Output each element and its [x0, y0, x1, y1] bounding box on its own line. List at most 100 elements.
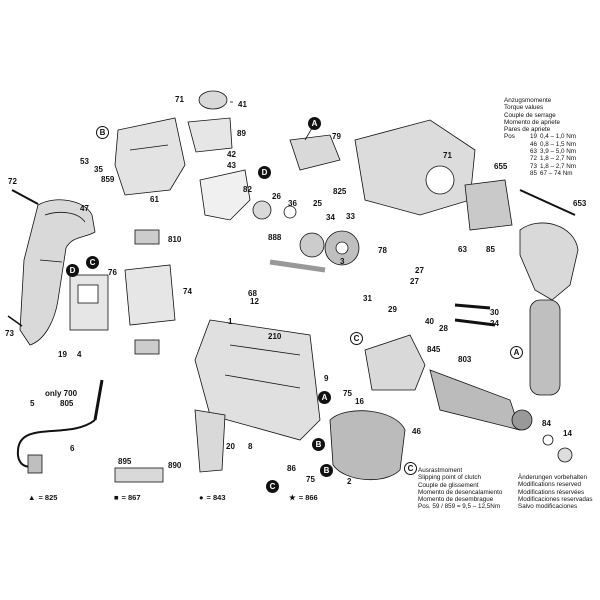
part-label: 24	[490, 319, 499, 328]
part-label: 4	[77, 350, 82, 359]
part-label: 72	[8, 177, 17, 186]
grip	[529, 299, 561, 396]
modifications-note: Änderungen vorbehalten Modifications res…	[518, 474, 593, 511]
motor-housing	[354, 119, 476, 216]
part-label: 89	[237, 129, 246, 138]
part-label: 78	[378, 246, 387, 255]
callout-b: B	[96, 126, 109, 139]
gear-34	[299, 232, 325, 258]
part-label: 895	[118, 457, 132, 466]
clutch-note: Ausrastmoment Slipping point of clutch C…	[418, 467, 503, 511]
part-label: 73	[5, 329, 14, 338]
callout-d: D	[258, 166, 271, 179]
part-label: 655	[494, 162, 508, 171]
part-label: 25	[313, 199, 322, 208]
legend-item: ■= 867	[114, 493, 141, 502]
part-label: 14	[563, 429, 572, 438]
chuck-85	[464, 179, 513, 231]
part-label: 803	[458, 355, 472, 364]
part-label: 825	[333, 187, 347, 196]
part-label: 75	[343, 389, 352, 398]
callout-a: A	[318, 391, 331, 404]
part-label: 82	[243, 185, 252, 194]
cap-41	[198, 90, 228, 110]
side-handle	[519, 222, 579, 301]
part-label: 805	[60, 399, 74, 408]
callout-c: C	[86, 256, 99, 269]
part-label: 42	[227, 150, 236, 159]
part-label: 61	[150, 195, 159, 204]
part-label: 1	[228, 317, 233, 326]
part-label: 27	[410, 277, 419, 286]
part-label: 30	[490, 308, 499, 317]
part-label: 79	[332, 132, 341, 141]
callout-a: A	[510, 346, 523, 359]
part-label: 76	[108, 268, 117, 277]
part-label: 53	[80, 157, 89, 166]
part-label: 12	[250, 297, 259, 306]
main-housing	[194, 319, 321, 441]
callout-b: B	[320, 464, 333, 477]
part-label: 3	[340, 257, 345, 266]
callout-d: D	[66, 264, 79, 277]
part-label: 890	[168, 461, 182, 470]
part-label: 5	[30, 399, 35, 408]
field-coil	[329, 410, 406, 481]
torque-values-note: Anzugsmomente Torque values Couple de se…	[504, 97, 577, 177]
part-label: 20	[226, 442, 235, 451]
part-label: 888	[268, 233, 282, 242]
part-label: 16	[355, 397, 364, 406]
part-label: 34	[326, 213, 335, 222]
part-label: only 700	[45, 389, 78, 398]
part-label: 9	[324, 374, 329, 383]
part-label: 27	[415, 266, 424, 275]
callout-a: A	[308, 117, 321, 130]
part-label: 35	[94, 165, 103, 174]
part-label: 653	[573, 199, 587, 208]
part-label: 85	[486, 245, 495, 254]
part-label: 33	[346, 212, 355, 221]
bracket-89	[187, 117, 233, 153]
grease-tube	[114, 467, 164, 483]
legend-item: ★= 866	[289, 493, 318, 502]
part-label: 43	[227, 161, 236, 170]
part-label: 36	[288, 199, 297, 208]
part-label: 845	[427, 345, 441, 354]
part-label: 40	[425, 317, 434, 326]
part-label: 71	[175, 95, 184, 104]
part-label: 47	[80, 204, 89, 213]
part-label: 210	[268, 332, 282, 341]
callout-b: B	[312, 438, 325, 451]
part-label: 71	[443, 151, 452, 160]
gear-housing	[114, 117, 186, 196]
part-label: 86	[287, 464, 296, 473]
armature	[429, 369, 521, 431]
part-label: 75	[306, 475, 315, 484]
callout-c: C	[350, 332, 363, 345]
switch-cover-79	[289, 134, 341, 171]
part-label: 19	[58, 350, 67, 359]
part-label: 26	[272, 192, 281, 201]
part-label: 74	[183, 287, 192, 296]
part-label: 6	[70, 444, 75, 453]
part-label: 810	[168, 235, 182, 244]
handle-housing	[19, 199, 96, 346]
part-label: 41	[238, 100, 247, 109]
part-label: 2	[347, 477, 352, 486]
part-label: 29	[388, 305, 397, 314]
part-label: 84	[542, 419, 551, 428]
part-label: 28	[439, 324, 448, 333]
legend-item: ▲= 825	[28, 493, 58, 502]
part-label: 859	[101, 175, 115, 184]
part-label: 8	[248, 442, 253, 451]
part-label: 31	[363, 294, 372, 303]
callout-c: C	[404, 462, 417, 475]
callout-c: C	[266, 480, 279, 493]
